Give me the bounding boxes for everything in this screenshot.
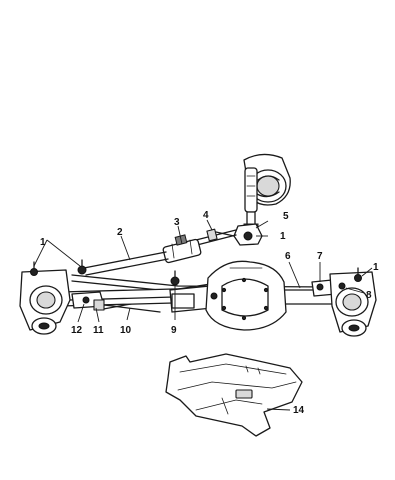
callout-12: 12 bbox=[71, 325, 83, 336]
steering-damper-cylinder bbox=[243, 153, 291, 232]
callout-6: 6 bbox=[285, 251, 291, 262]
callout-1-left: 1 bbox=[40, 237, 46, 248]
callout-9: 9 bbox=[171, 325, 177, 336]
skid-plate bbox=[165, 353, 303, 437]
callout-2: 2 bbox=[117, 227, 123, 238]
callout-4: 4 bbox=[203, 210, 209, 221]
callout-3: 3 bbox=[174, 217, 180, 228]
callout-labels: 1 2 3 4 5 1 6 7 1 8 9 10 11 12 14 bbox=[40, 210, 379, 416]
drag-link-end bbox=[77, 259, 87, 275]
callout-11: 11 bbox=[93, 325, 104, 336]
damper-bracket bbox=[215, 223, 263, 246]
callout-14: 14 bbox=[293, 405, 305, 416]
callout-8: 8 bbox=[366, 290, 372, 301]
callout-10: 10 bbox=[120, 325, 132, 336]
drag-link bbox=[83, 251, 169, 276]
callout-1-right: 1 bbox=[373, 262, 379, 273]
adjuster-rod bbox=[195, 228, 237, 246]
leader-lines bbox=[33, 219, 373, 411]
callout-7: 7 bbox=[317, 251, 323, 262]
callout-1-damper: 1 bbox=[280, 231, 286, 242]
callout-5: 5 bbox=[283, 211, 289, 222]
right-knuckle bbox=[329, 267, 377, 337]
differential-housing bbox=[205, 260, 287, 331]
left-knuckle bbox=[19, 261, 71, 335]
tie-rod-end bbox=[170, 270, 180, 286]
left-axle-bracket bbox=[71, 291, 105, 311]
